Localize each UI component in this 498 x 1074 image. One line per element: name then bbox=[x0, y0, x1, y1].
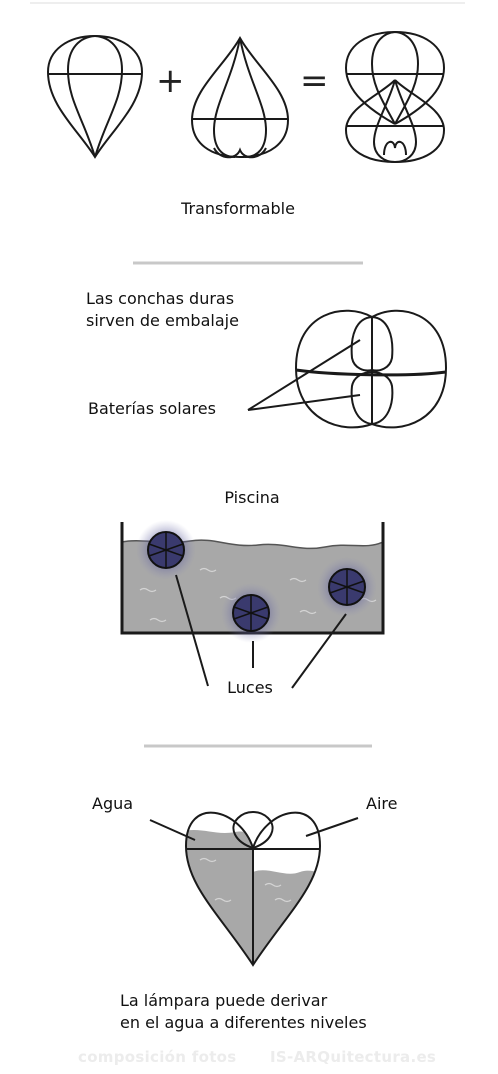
watermark-left: composición fotos bbox=[78, 1048, 237, 1066]
transformable-caption: Transformable bbox=[181, 199, 295, 218]
packed-lamp-shape bbox=[294, 309, 448, 429]
pool-title: Piscina bbox=[224, 488, 280, 507]
closed-balloon-shape bbox=[46, 34, 144, 159]
floating-light bbox=[317, 557, 377, 617]
watermark-right: IS-ARQuitectura.es bbox=[270, 1048, 437, 1066]
combined-lamp-shape bbox=[344, 30, 446, 164]
heart-water-right bbox=[253, 870, 320, 965]
drift-caption-line1: La lámpara puede derivar bbox=[120, 991, 328, 1010]
heart-water-left bbox=[186, 830, 253, 965]
solar-batteries-label: Baterías solares bbox=[88, 399, 216, 418]
drift-caption-line2: en el agua a diferentes niveles bbox=[120, 1013, 367, 1032]
equals-symbol: = bbox=[300, 61, 329, 101]
air-label: Aire bbox=[366, 794, 398, 813]
water-label: Agua bbox=[92, 794, 134, 813]
lights-label: Luces bbox=[227, 678, 273, 697]
shell-label-line2: sirven de embalaje bbox=[86, 311, 239, 330]
floating-light bbox=[136, 520, 196, 580]
shell-label-line1: Las conchas duras bbox=[86, 289, 235, 308]
open-petal-shape bbox=[190, 35, 290, 159]
floating-light bbox=[221, 583, 281, 643]
solar-pointer-lines bbox=[247, 339, 361, 411]
lights-pointer-lines bbox=[175, 574, 347, 689]
plus-symbol: + bbox=[156, 61, 185, 101]
water-air-pointer-lines bbox=[149, 817, 359, 841]
heart-lamp bbox=[184, 811, 322, 967]
